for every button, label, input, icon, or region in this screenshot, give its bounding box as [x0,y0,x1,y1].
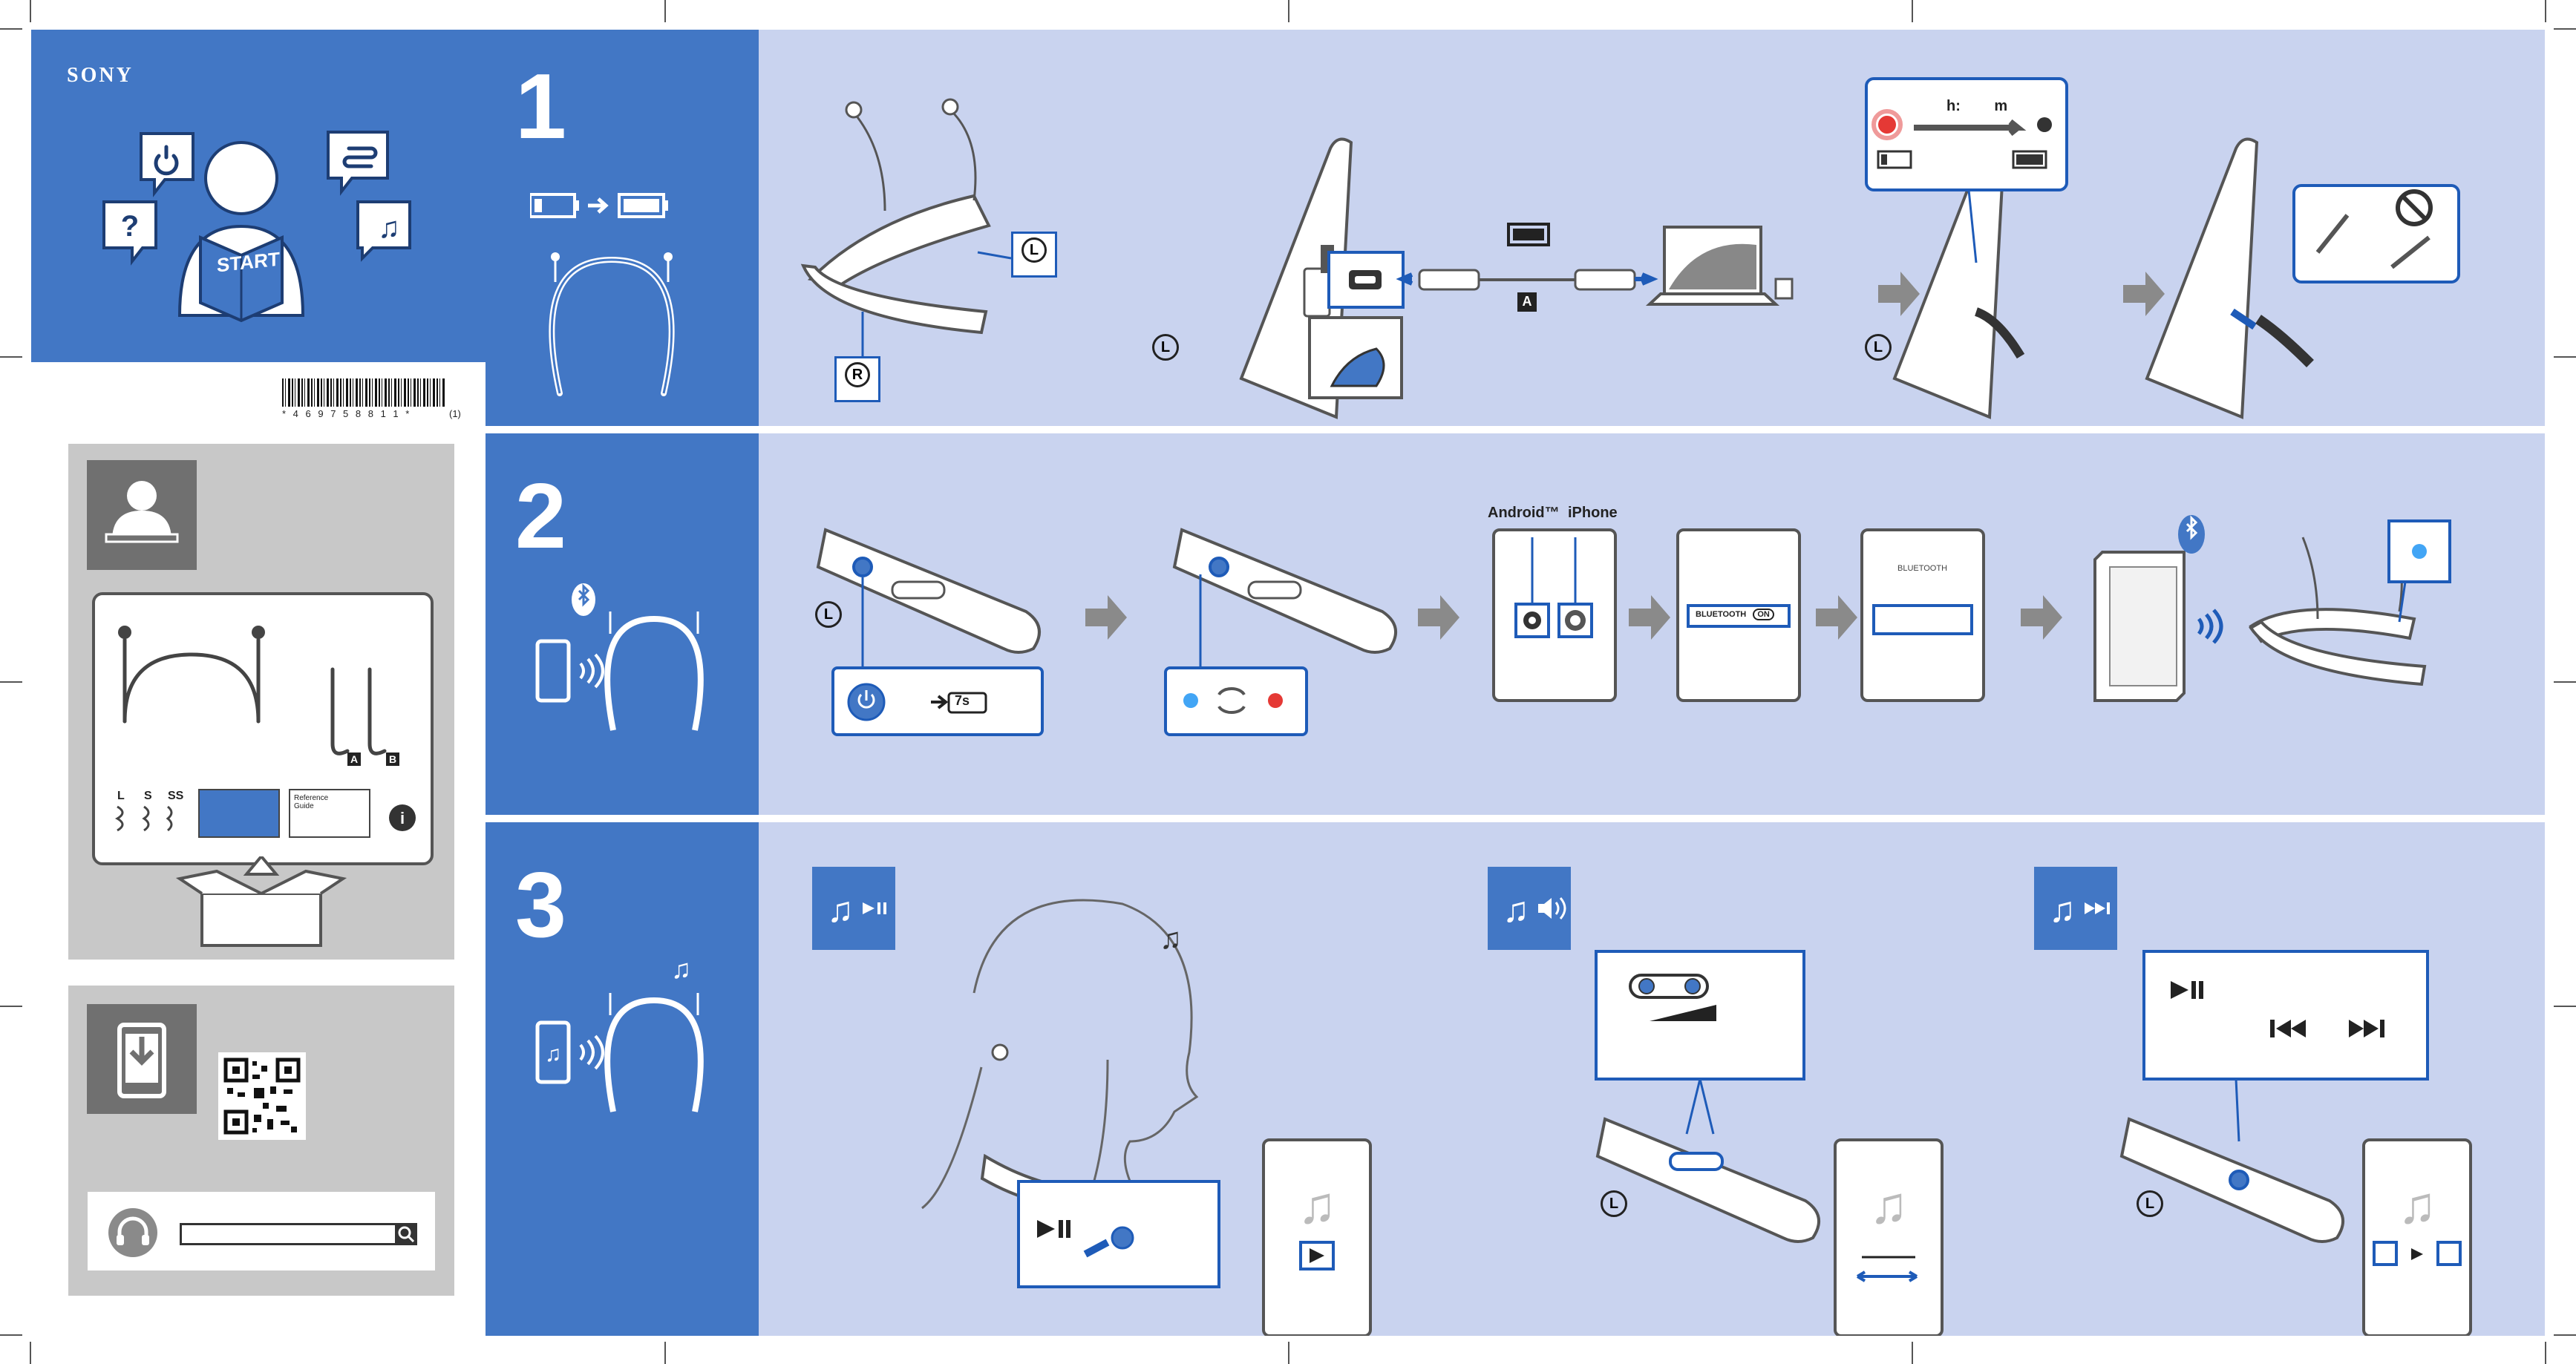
crop-mark [30,0,31,22]
tip-size-ss: SS [168,790,184,802]
music-play-icon: ♫ ♫ [523,948,745,1119]
bluetooth-on-toggle[interactable]: ON [1753,609,1774,620]
reference-guide-label: Reference Guide [294,794,339,810]
crop-mark [2545,0,2546,22]
step-2-panel: L 7s Android™ iPhone BLUETOOTH ON BLUETO… [759,433,2545,815]
step-1-number: 1 [515,61,566,153]
cable-b-label: B [389,753,396,765]
android-label: Android™ [1488,505,1560,522]
bluetooth-setting-label: BLUETOOTH [1696,610,1746,619]
cable-a-label: A [350,753,358,765]
cable-a-label: A [1517,294,1537,309]
unbox-icon [87,460,197,570]
search-button[interactable] [395,1223,417,1245]
step2-label-l: L [815,601,842,628]
device-label-l-2: L [1865,334,1892,361]
iphone-label: iPhone [1568,505,1618,522]
svg-text:i: i [400,809,405,827]
crop-mark [664,0,666,22]
crop-mark [664,1342,666,1364]
charging-icon [530,186,723,408]
step-1-panel: L R L L A h: m [759,30,2545,426]
crop-mark [2545,1342,2546,1364]
search-card [88,1192,435,1270]
step3-label-l-2: L [2137,1190,2163,1217]
svg-text:♫: ♫ [2049,891,2076,930]
box-icon [172,856,350,953]
power-bubble-icon [141,134,193,193]
step-3-header: 3 ♫ ♫ [486,822,759,1336]
step3-label-l-1: L [1601,1190,1627,1217]
search-input[interactable] [180,1223,399,1245]
crop-mark [1912,0,1913,22]
tip-size-s: S [144,790,152,802]
crop-mark [2554,28,2576,30]
app-panel [68,986,454,1296]
crop-mark [0,1006,22,1007]
crop-mark [30,1342,31,1364]
svg-text:♫: ♫ [378,212,400,244]
crop-mark [2554,1334,2576,1336]
step-2-number: 2 [515,470,566,563]
tip-size-l: L [117,790,125,802]
hold-time: 7s [955,693,970,709]
svg-text:♫: ♫ [1869,1176,1909,1234]
barcode [282,378,445,407]
crop-mark [2554,681,2576,683]
crop-mark [0,681,22,683]
search-icon [395,1223,417,1245]
step-2-header: 2 [486,433,759,815]
step-3-panel: ♫ ♫ ♫ ♫ ♫ [759,822,2545,1336]
package-contents-panel: A B L S SS i Reference Guide [68,444,454,960]
svg-text:♫: ♫ [671,954,691,984]
step-3-number: 3 [515,859,566,951]
crop-mark [1288,0,1289,22]
barcode-suffix: (1) [449,408,461,419]
svg-text:♫: ♫ [827,891,854,930]
label-r: R [845,362,870,387]
headphones-app-icon [107,1207,159,1259]
crop-mark [1288,1342,1289,1364]
svg-text:?: ? [121,210,139,243]
cover-panel: SONY ? ♫ START [31,30,486,362]
crop-mark [0,28,22,30]
crop-mark [2554,356,2576,358]
label-l: L [1021,237,1047,263]
step-1-header: 1 [486,30,759,426]
contents-card: A B L S SS i Reference Guide [92,592,434,865]
crop-mark [1912,1342,1913,1364]
qr-code [218,1052,306,1140]
cable-bubble-icon [328,132,388,191]
svg-text:♫: ♫ [545,1042,562,1066]
svg-text:♫: ♫ [2398,1176,2437,1234]
crop-mark [2554,1006,2576,1007]
svg-text:♫: ♫ [1503,891,1529,930]
svg-text:♫: ♫ [1298,1176,1337,1234]
charge-timer: h: m [1946,98,2007,115]
bluetooth-setting[interactable]: BLUETOOTH ON [1696,610,1774,619]
pairing-icon [523,582,738,745]
bluetooth-list-header: BLUETOOTH [1897,564,1947,573]
start-illustration: ? ♫ [31,30,486,362]
barcode-number: * 4 6 9 7 5 8 8 1 1 * [282,408,411,419]
download-app-icon [87,1004,197,1114]
crop-mark [0,1334,22,1336]
svg-text:♫: ♫ [1160,922,1182,955]
device-label-l: L [1152,334,1179,361]
crop-mark [0,356,22,358]
